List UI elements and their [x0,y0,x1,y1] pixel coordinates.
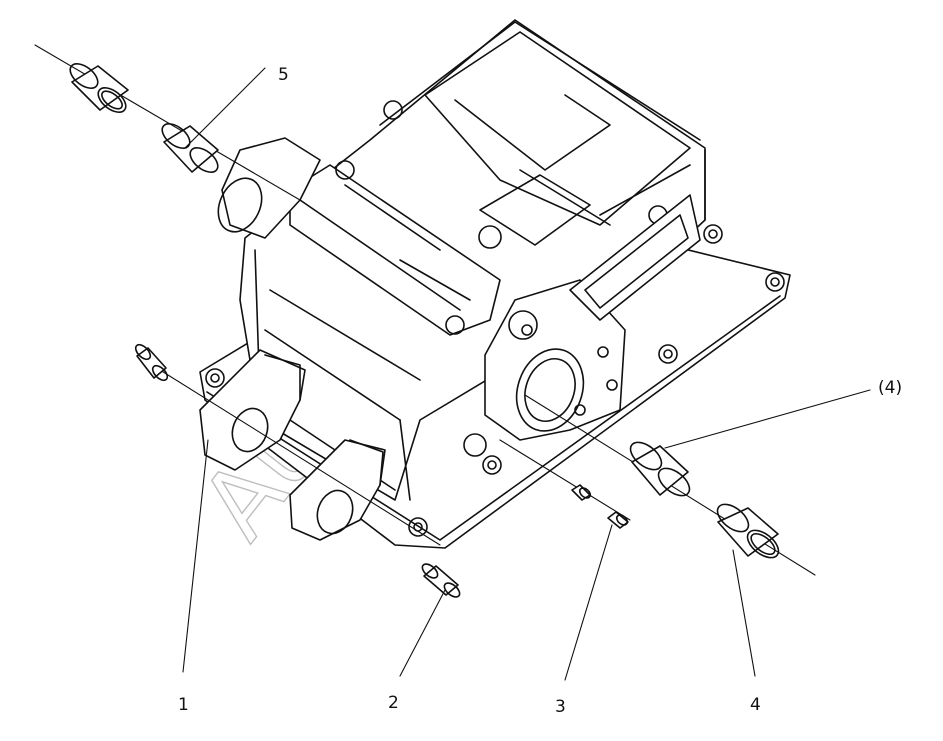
callout-5: 5 [278,65,289,85]
bushing-2 [421,563,461,598]
callout-4-paren: (4) [878,378,902,398]
lift-arm-left [199,349,306,471]
callout-labels: 5 1 2 3 (4) 4 [178,65,902,717]
callout-2: 2 [388,693,399,713]
leader-lines [182,67,871,681]
lift-arm-right [289,439,386,541]
bushing-5b [161,123,219,173]
bushing-small-left [134,343,169,382]
callout-4: 4 [750,695,761,715]
bushing-4-paren [629,441,691,497]
lift-housing-body [217,19,706,501]
callout-1: 1 [178,695,189,715]
callout-3: 3 [555,697,566,717]
bushing-5a [69,63,129,113]
pins-3 [571,484,629,529]
bushing-4 [716,503,780,559]
